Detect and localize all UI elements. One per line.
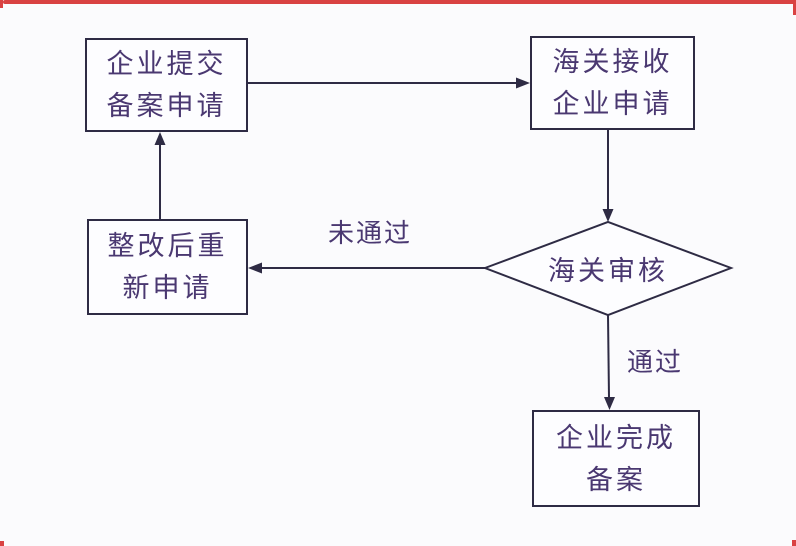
arrow-rectify-to-submit	[154, 132, 166, 219]
node-text-line: 新申请	[122, 273, 213, 303]
frame-accent-top	[3, 0, 796, 4]
frame-accent-top-left	[0, 0, 3, 8]
node-enterprise-completes-filing: 企业完成 备案	[532, 410, 700, 507]
node-text-line: 整改后重	[107, 231, 228, 261]
arrow-review-to-complete	[604, 314, 615, 410]
node-text-line: 企业提交	[106, 49, 227, 79]
edge-label-passed: 通过	[627, 347, 684, 377]
edge-label-not-passed: 未通过	[328, 218, 413, 248]
arrow-receive-to-review	[602, 130, 614, 222]
node-text-line: 海关接收	[552, 47, 673, 77]
arrow-submit-to-receive	[248, 77, 530, 89]
node-text-line: 企业申请	[552, 89, 673, 119]
decision-diamond-customs-review	[482, 220, 734, 317]
node-text-line: 备案申请	[106, 91, 227, 121]
node-customs-receives-application: 海关接收 企业申请	[530, 36, 695, 130]
frame-accent-bottom-right	[792, 540, 796, 546]
arrow-review-to-rectify	[248, 262, 485, 274]
node-reapply-after-rectification: 整改后重 新申请	[87, 219, 248, 315]
decision-label-customs-review: 海关审核	[548, 256, 668, 286]
node-text-line: 企业完成	[556, 422, 676, 453]
frame-accent-top-right	[793, 0, 796, 15]
node-submit-filing-application: 企业提交 备案申请	[85, 38, 248, 132]
node-text-line: 备案	[586, 464, 646, 495]
frame-accent-bottom-left	[0, 541, 4, 546]
